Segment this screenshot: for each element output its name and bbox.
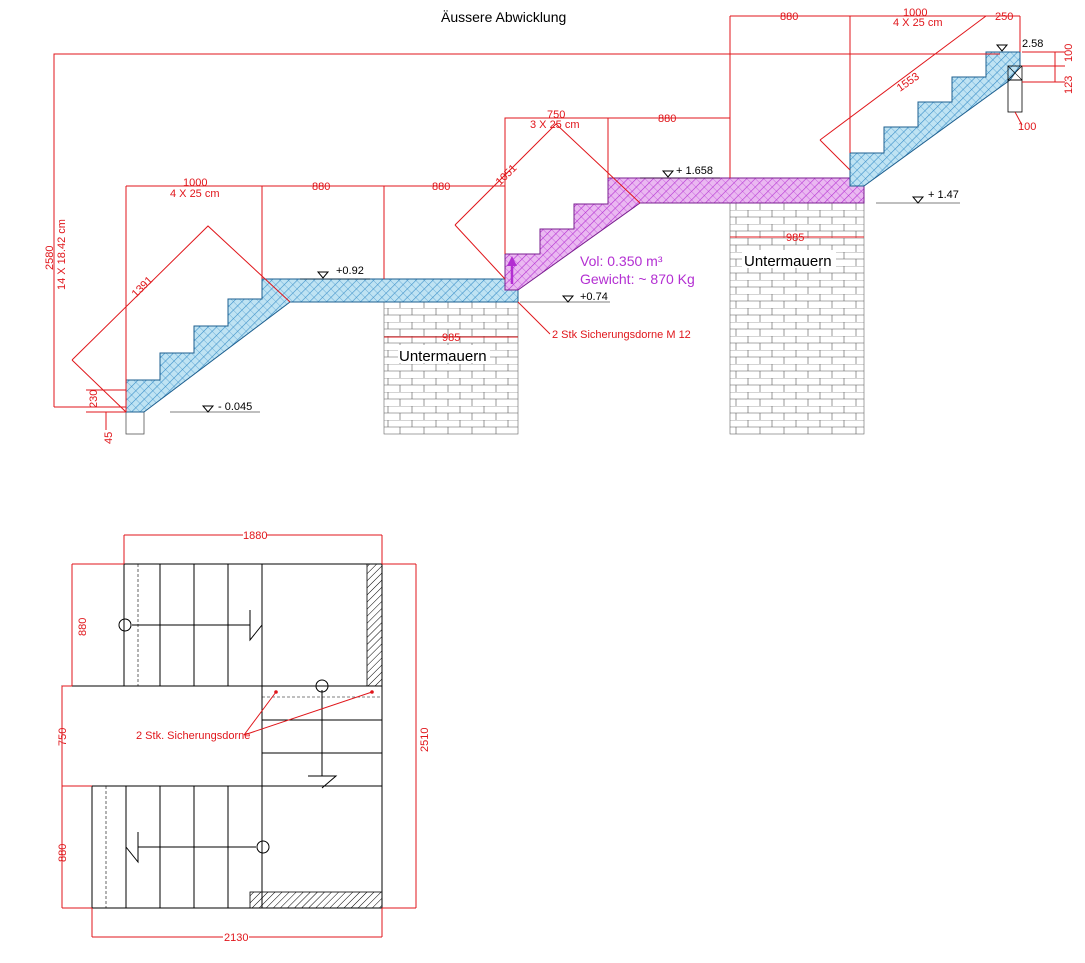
wall-label-right: Untermauern	[744, 253, 832, 270]
brick-wall-left	[383, 301, 519, 435]
dim-1000-b: 1000	[903, 7, 927, 19]
plan-dim-bg-1880	[243, 529, 267, 541]
dim-880-b: 880	[432, 181, 450, 193]
top-support	[1007, 79, 1023, 113]
dim-880-c: 880	[658, 113, 676, 125]
dim-100-b: 100	[1018, 121, 1036, 133]
plan-dim-2130: 2130	[224, 932, 248, 944]
plan-dim-750: 750	[57, 728, 69, 746]
base-block	[125, 411, 145, 435]
level-minus-0045: - 0.045	[218, 401, 252, 413]
dim-230: 230	[88, 390, 100, 408]
dim-985-b: 985	[786, 232, 804, 244]
level-074: +0.74	[580, 291, 608, 303]
dim-4x25-b: 4 X 25 cm	[893, 17, 943, 29]
lower-flight-landing	[125, 278, 519, 413]
dowel-label-plan: 2 Stk. Sicherungsdorne	[136, 730, 250, 742]
dim-123: 123	[1063, 76, 1075, 94]
brick-wall-right	[729, 202, 865, 435]
dowel-arrow-head	[507, 256, 517, 266]
level-1658: + 1.658	[676, 165, 713, 177]
plan-view	[61, 534, 417, 938]
elevation-dimensions	[53, 15, 1065, 430]
dim-2580: 2580	[44, 246, 56, 270]
dim-1051: 1051	[494, 162, 520, 188]
wall-label-left: Untermauern	[399, 348, 487, 365]
dim-985-a: 985	[442, 332, 460, 344]
dim-750: 750	[547, 109, 565, 121]
dim-1000-a: 1000	[183, 177, 207, 189]
wall-label-bg-left	[398, 345, 490, 363]
dim-100-a: 100	[1063, 44, 1075, 62]
level-258: 2.58	[1022, 38, 1043, 50]
plan-dim-880-bottom: 880	[57, 844, 69, 862]
dim-45: 45	[103, 432, 115, 444]
dim-3x25: 3 X 25 cm	[530, 119, 580, 131]
upper-flight	[849, 51, 1021, 187]
drawing-title: Äussere Abwicklung	[441, 9, 566, 25]
dim-1391: 1391	[130, 274, 156, 300]
dim-14x1842: 14 X 18.42 cm	[56, 219, 68, 290]
dim-1553: 1553	[895, 71, 922, 95]
weight-label: Gewicht: ~ 870 Kg	[580, 271, 695, 287]
dim-250: 250	[995, 11, 1013, 23]
plan-dim-880-top: 880	[77, 618, 89, 636]
level-markers	[170, 44, 1009, 413]
dowel-label-elevation: 2 Stk Sicherungsdorne M 12	[552, 329, 691, 341]
volume-label: Vol: 0.350 m³	[580, 253, 663, 269]
plan-dim-bg-2130	[223, 931, 249, 943]
dim-880-d: 880	[780, 11, 798, 23]
plan-dim-2510: 2510	[419, 728, 431, 752]
dim-880-a: 880	[312, 181, 330, 193]
plan-dim-1880: 1880	[243, 530, 267, 542]
dim-4x25-a: 4 X 25 cm	[170, 188, 220, 200]
wall-label-bg-right	[742, 250, 836, 268]
level-092: +0.92	[336, 265, 364, 277]
level-147: + 1.47	[928, 189, 959, 201]
